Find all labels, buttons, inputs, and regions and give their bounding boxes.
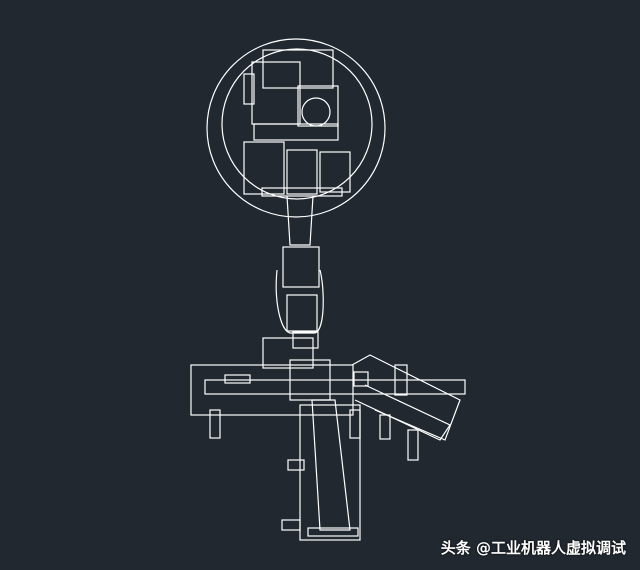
base-circles <box>206 38 386 218</box>
robot-arm <box>275 195 324 349</box>
fixture-table <box>190 337 466 541</box>
watermark: 头条 @工业机器人虚拟调试 <box>440 539 626 557</box>
robot-base-motor <box>243 49 351 197</box>
